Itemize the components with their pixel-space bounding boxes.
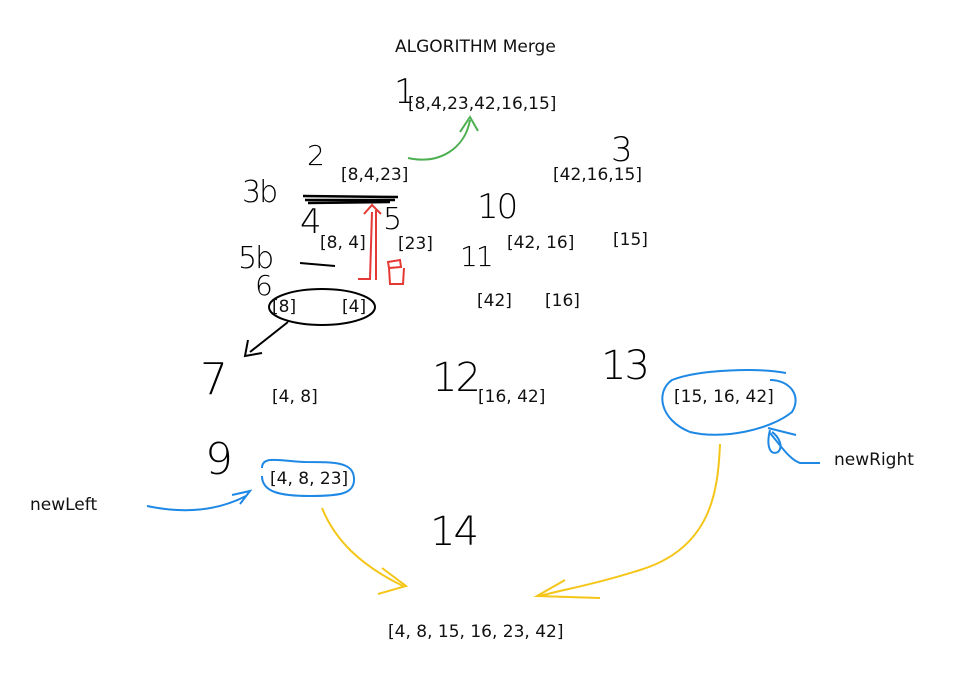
red-arrow — [358, 211, 373, 280]
arrow-6-to-7-head — [243, 339, 263, 358]
step-2: 2 — [307, 139, 325, 172]
step-14: 14 — [430, 509, 479, 555]
strike-lines — [302, 194, 399, 205]
green-arrowhead — [459, 115, 479, 133]
array-42-16: [42, 16] — [507, 233, 575, 253]
array-merged: [4, 8, 15, 16, 23, 42] — [388, 622, 564, 642]
step-12: 12 — [432, 355, 481, 401]
step-5: 5 — [383, 202, 402, 237]
array-42: [42] — [477, 291, 512, 311]
yellow-arrow-right — [539, 443, 721, 597]
blue-arrow-newleft — [146, 495, 247, 512]
blue-circle-newright — [661, 369, 797, 436]
green-arrow — [407, 119, 471, 161]
step-5b: 5b — [238, 241, 274, 276]
step-9: 9 — [205, 434, 233, 485]
array-16-42: [16, 42] — [478, 387, 546, 407]
yellow-arrowhead-left — [377, 567, 409, 595]
dash-5b — [299, 262, 336, 267]
step-4: 4 — [300, 202, 322, 242]
array-15-16-42: [15, 16, 42] — [674, 387, 774, 407]
yellow-arrow-left — [321, 507, 404, 587]
arrow-6-to-7 — [249, 321, 289, 353]
array-right-half: [42,16,15] — [553, 165, 642, 185]
array-8: [8] — [272, 297, 297, 317]
title: ALGORITHM Merge — [395, 37, 556, 57]
blue-arrow-newright — [769, 432, 820, 464]
step-10: 10 — [477, 187, 518, 227]
blue-arrowhead-newright — [767, 427, 797, 454]
blue-circle-newleft — [261, 458, 356, 498]
array-23: [23] — [398, 234, 433, 254]
step-7: 7 — [200, 354, 228, 405]
array-4: [4] — [342, 297, 367, 317]
label-new-left: newLeft — [30, 495, 98, 515]
step-3b: 3b — [242, 175, 278, 210]
step-6: 6 — [255, 269, 273, 302]
red-doodle — [386, 258, 405, 285]
step-11: 11 — [460, 240, 494, 273]
array-8-4: [8, 4] — [320, 233, 366, 253]
array-15: [15] — [613, 230, 648, 250]
array-left-half: [8,4,23] — [341, 165, 409, 185]
array-16: [16] — [545, 291, 580, 311]
step-3: 3 — [611, 130, 633, 170]
array-4-8-23: [4, 8, 23] — [270, 469, 349, 489]
red-arrowhead — [363, 203, 382, 215]
array-4-8: [4, 8] — [272, 387, 318, 407]
label-new-right: newRight — [834, 450, 914, 470]
array-initial: [8,4,23,42,16,15] — [408, 94, 557, 114]
step-13: 13 — [601, 343, 650, 389]
ellipse-step6 — [268, 288, 376, 326]
blue-arrowhead-newleft — [231, 489, 253, 505]
yellow-arrowhead-right — [533, 579, 601, 599]
step-1: 1 — [394, 72, 416, 112]
